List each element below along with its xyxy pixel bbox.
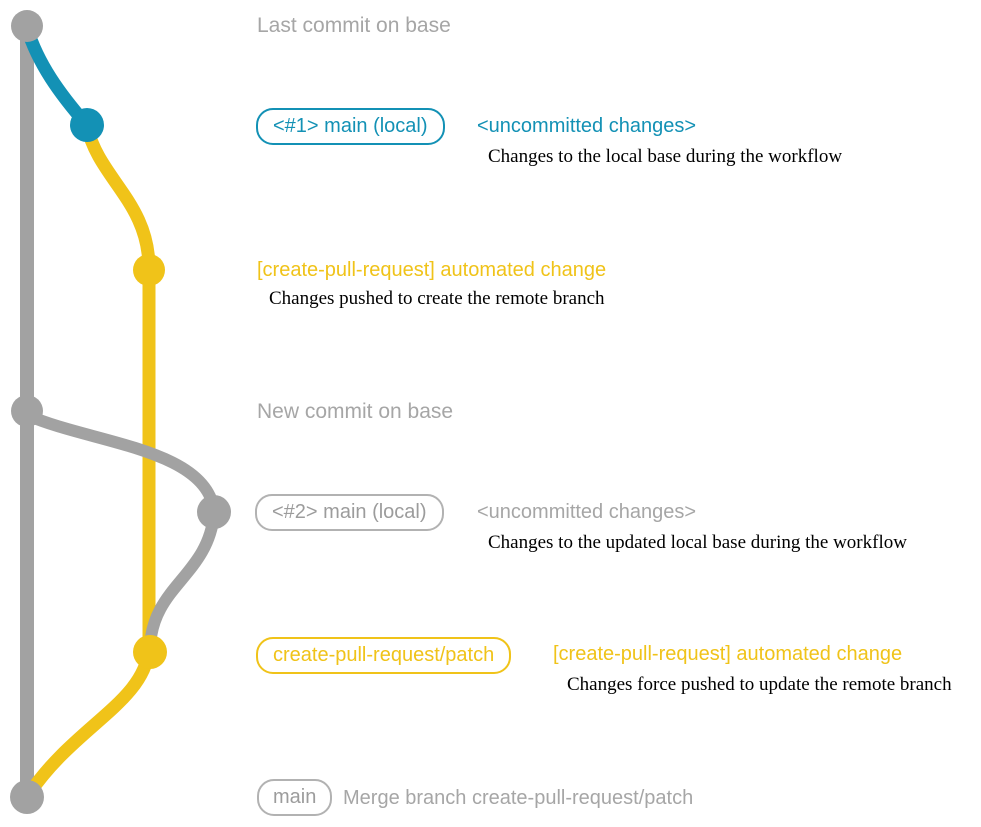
commit-node-new-base: [11, 395, 43, 427]
uncommitted-changes-label-2: <uncommitted changes>: [477, 501, 697, 523]
merge-branch-message: Merge branch create-pull-request/patch: [343, 787, 694, 809]
automated-change-label-1: [create-pull-request] automated change: [257, 259, 607, 281]
desc-updated-local-base-changes: Changes to the updated local base during…: [488, 532, 907, 553]
main-local-branch-curve: [20, 26, 91, 129]
main-local2-branch-out-curve: [24, 409, 220, 512]
main-local2-branch-in-curve: [144, 513, 220, 649]
patch-branch-curve: [22, 119, 156, 801]
branch-label-patch: create-pull-request/patch: [256, 637, 512, 674]
commit-node-main-local-1: [70, 108, 104, 142]
commit-node-patch-2: [133, 635, 167, 669]
branch-label-main-local-1: <#1> main (local): [256, 108, 445, 145]
branch-label-main-local-2: <#2> main (local): [255, 494, 444, 531]
automated-change-label-2: [create-pull-request] automated change: [553, 643, 903, 665]
commit-node-patch-1: [133, 254, 165, 286]
commit-node-merge: [10, 780, 44, 814]
heading-new-commit-on-base: New commit on base: [257, 400, 454, 423]
desc-pushed-create-remote: Changes pushed to create the remote bran…: [269, 288, 605, 309]
desc-force-pushed-update-remote: Changes force pushed to update the remot…: [567, 674, 952, 695]
uncommitted-changes-label-1: <uncommitted changes>: [477, 115, 697, 137]
commit-node-main-local-2: [197, 495, 231, 529]
branch-label-main: main: [257, 779, 333, 816]
commit-node-last-base: [11, 10, 43, 42]
heading-last-commit-on-base: Last commit on base: [257, 14, 451, 37]
desc-local-base-changes: Changes to the local base during the wor…: [488, 146, 843, 167]
